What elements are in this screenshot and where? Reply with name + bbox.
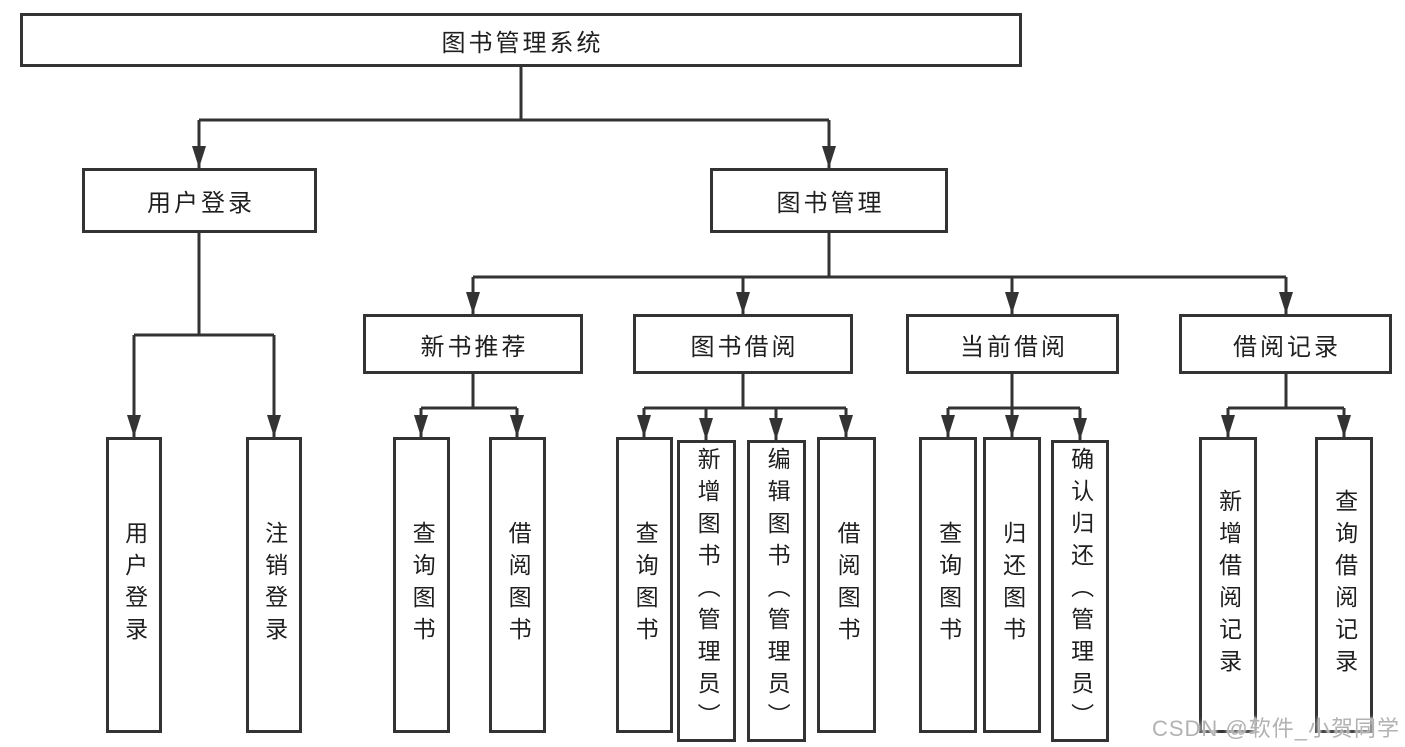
- node-library-management-system: 图书管理系统: [20, 13, 1022, 67]
- arrow-icon: [267, 415, 281, 437]
- connector-borrowing-records-to-children: [1226, 374, 1346, 437]
- node-current-borrowing: 当前借阅: [906, 314, 1119, 374]
- node-query-borrow-record: 查询借阅记录: [1315, 437, 1373, 733]
- arrow-icon: [510, 415, 524, 437]
- node-label: 图书管理: [776, 190, 885, 217]
- node-label: 借阅图书: [834, 521, 861, 649]
- node-label: 图书管理系统: [441, 29, 604, 57]
- node-label: 新增图书（管理员）: [694, 447, 721, 735]
- arrow-icon: [466, 292, 480, 314]
- arrow-icon: [822, 146, 836, 168]
- arrow-icon: [1337, 415, 1351, 437]
- arrow-icon: [127, 415, 141, 437]
- node-label: 确认归还（管理员）: [1067, 447, 1094, 735]
- arrow-icon: [192, 146, 206, 168]
- connector-new-book-recommendation-to-children: [419, 374, 519, 437]
- node-label: 查询图书: [935, 521, 962, 649]
- node-label: 新书推荐: [420, 333, 529, 361]
- node-label: 查询借阅记录: [1331, 489, 1358, 681]
- node-query-books-recommend: 查询图书: [393, 437, 450, 733]
- arrowheads: [127, 146, 1351, 440]
- csdn-watermark: CSDN @软件_小贺同学: [1151, 716, 1400, 741]
- connector-book-management-to-level3: [471, 233, 1288, 314]
- arrow-icon: [941, 415, 955, 437]
- connector-book-borrowing-to-children: [642, 374, 848, 440]
- node-borrowing-records: 借阅记录: [1179, 314, 1392, 374]
- node-add-books-admin: 新增图书（管理员）: [677, 440, 736, 742]
- node-label: 查询图书: [409, 521, 436, 649]
- node-borrow-books-recommend: 借阅图书: [489, 437, 546, 733]
- arrow-icon: [1221, 415, 1235, 437]
- node-label: 用户登录: [121, 521, 148, 649]
- arrow-icon: [1005, 292, 1019, 314]
- node-query-books-borrowing: 查询图书: [616, 437, 673, 733]
- arrow-icon: [1073, 418, 1087, 440]
- node-borrow-books-borrowing: 借阅图书: [817, 437, 876, 733]
- node-label: 借阅记录: [1233, 333, 1341, 361]
- node-new-book-recommendation: 新书推荐: [363, 314, 583, 374]
- node-label: 注销登录: [261, 521, 288, 649]
- connector-user-login-to-children: [132, 233, 276, 437]
- node-user-login: 用户登录: [82, 168, 317, 233]
- node-return-books: 归还图书: [983, 437, 1041, 733]
- node-label: 当前借阅: [960, 333, 1068, 361]
- arrow-icon: [414, 415, 428, 437]
- node-label: 归还图书: [999, 521, 1026, 649]
- node-label: 用户登录: [147, 190, 255, 217]
- arrow-icon: [736, 292, 750, 314]
- node-book-management: 图书管理: [710, 168, 948, 233]
- node-label: 编辑图书（管理员）: [764, 447, 791, 735]
- node-book-borrowing: 图书借阅: [633, 314, 853, 374]
- node-add-borrow-record: 新增借阅记录: [1199, 437, 1257, 733]
- arrow-icon: [839, 415, 853, 437]
- arrow-icon: [769, 418, 783, 440]
- node-label: 借阅图书: [505, 521, 532, 649]
- arrow-icon: [699, 418, 713, 440]
- node-edit-books-admin: 编辑图书（管理员）: [747, 440, 806, 742]
- node-logout-action: 注销登录: [246, 437, 302, 733]
- arrow-icon: [1279, 292, 1293, 314]
- arrow-icon: [1005, 415, 1019, 437]
- node-label: 图书借阅: [690, 333, 799, 361]
- node-label: 新增借阅记录: [1215, 489, 1242, 681]
- node-confirm-return-admin: 确认归还（管理员）: [1051, 440, 1109, 742]
- node-label: 查询图书: [632, 521, 659, 649]
- node-user-login-action: 用户登录: [106, 437, 162, 733]
- arrow-icon: [637, 415, 651, 437]
- node-query-books-current: 查询图书: [919, 437, 977, 733]
- connector-root-to-level2: [197, 67, 831, 168]
